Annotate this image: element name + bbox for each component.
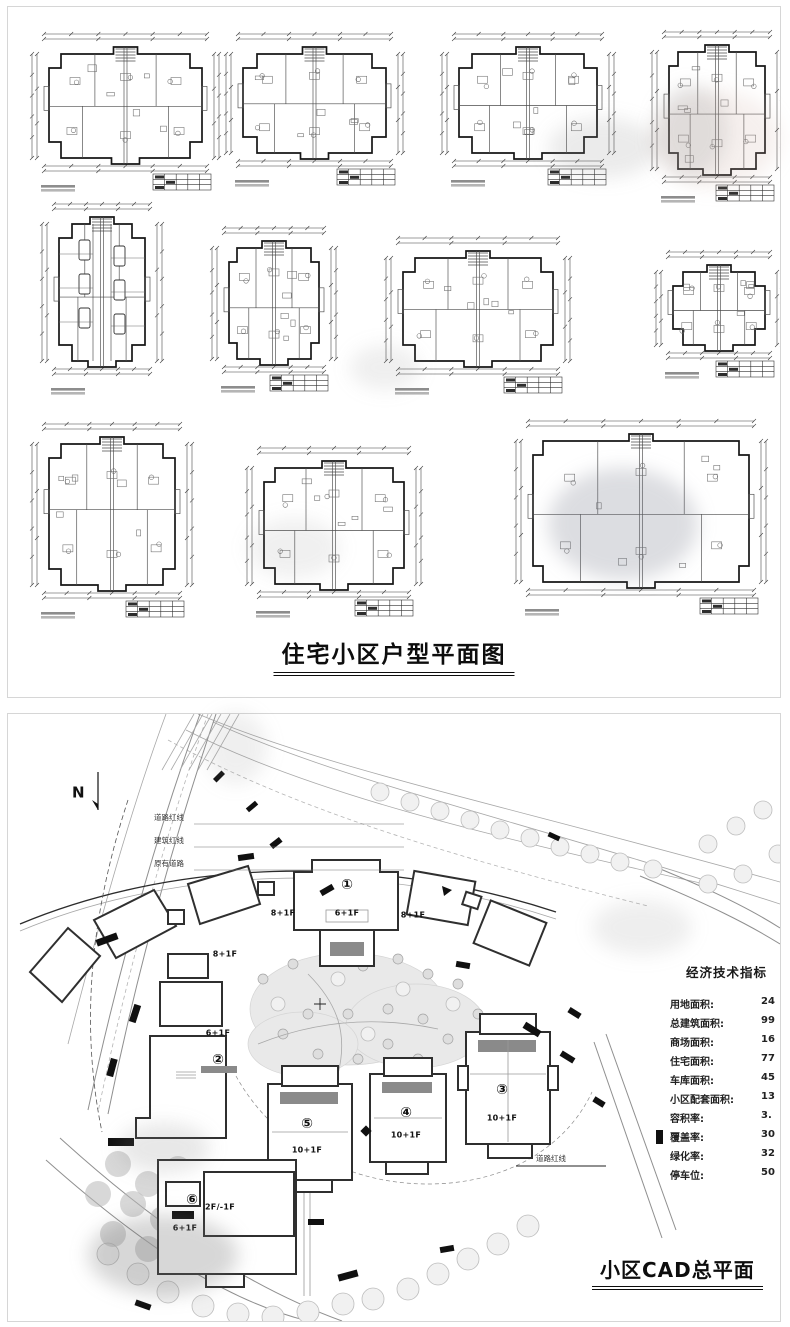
indicator-row-6: 小区配套面积: 13	[670, 1091, 780, 1106]
indicator-row-9: 绿化率: 32	[670, 1148, 780, 1163]
building-floors-label-6: 2F/-1F	[204, 1202, 236, 1212]
indicator-row-1: 用地面积: 24	[670, 996, 780, 1011]
floorplan-thumbnail-unit-plan-06	[208, 223, 340, 399]
indicator-value: 24	[761, 996, 775, 1007]
sheet-title-site-plan: 小区CAD总平面	[592, 1254, 763, 1290]
indicator-label: 绿化率:	[670, 1152, 704, 1163]
indicator-label: 小区配套面积:	[670, 1095, 734, 1106]
building-number-2: ②	[212, 1052, 224, 1068]
floorplan-thumbnail-unit-plan-08	[652, 247, 780, 385]
building-floors-label-5: 10+1F	[291, 1145, 323, 1155]
indicator-value: 99	[761, 1015, 775, 1026]
building-floors-label-3: 10+1F	[486, 1113, 518, 1123]
indicator-label: 总建筑面积:	[670, 1019, 724, 1030]
sheet-title-unit-plans: 住宅小区户型平面图	[273, 635, 515, 676]
floorplan-thumbnail-unit-plan-11	[512, 416, 770, 622]
indicator-value: 30	[761, 1129, 775, 1140]
annotation-label-4: 道路红线	[536, 1154, 566, 1163]
building-floors-label-2: 6+1F	[205, 1028, 231, 1038]
floors-label-float-2: 8+1F	[400, 910, 426, 920]
indicators-title: 经济技术指标	[686, 965, 768, 980]
building-number-1: ①	[341, 877, 353, 893]
building-floors-label-1: 6+1F	[334, 908, 360, 918]
indicator-label: 商场面积:	[670, 1038, 714, 1049]
indicator-value: 77	[761, 1053, 775, 1064]
indicator-value: 45	[761, 1072, 775, 1083]
building-number-4: ④	[400, 1105, 412, 1121]
indicator-row-10: 停车位: 50	[670, 1167, 780, 1182]
floorplan-thumbnail-unit-plan-07	[382, 233, 574, 401]
floorplan-thumbnail-garage-plan-05	[38, 199, 166, 401]
floorplan-thumbnail-unit-plan-04	[648, 27, 780, 209]
annotation-label-1: 道路红线	[154, 813, 184, 822]
indicator-label: 住宅面积:	[670, 1057, 714, 1068]
floorplan-thumbnail-unit-plan-03	[438, 29, 618, 193]
site-plan-drawing	[8, 714, 780, 1321]
annotation-label-3: 原有道路	[154, 859, 184, 868]
north-arrow-line	[91, 772, 99, 810]
indicator-row-8: 覆盖率: 30	[670, 1129, 780, 1144]
indicator-label: 容积率:	[670, 1114, 704, 1125]
indicator-label: 用地面积:	[670, 1000, 714, 1011]
building-number-3: ③	[496, 1082, 508, 1098]
indicator-label: 车库面积:	[670, 1076, 714, 1087]
north-label: N	[72, 783, 85, 802]
building-number-6: ⑥	[186, 1192, 198, 1208]
unit-plans-sheet: 住宅小区户型平面图	[7, 6, 781, 698]
indicator-label: 停车位:	[670, 1171, 704, 1182]
indicator-value: 3.	[761, 1110, 772, 1121]
indicator-row-3: 商场面积: 16	[670, 1034, 780, 1049]
floorplan-thumbnail-unit-plan-09	[28, 419, 196, 625]
floors-label-float-1: 8+1F	[270, 908, 296, 918]
indicator-row-5: 车库面积: 45	[670, 1072, 780, 1087]
indicator-value: 32	[761, 1148, 775, 1159]
indicator-row-4: 住宅面积: 77	[670, 1053, 780, 1068]
floorplan-thumbnail-unit-plan-10	[243, 443, 425, 624]
floorplan-thumbnail-unit-plan-01	[28, 29, 223, 198]
indicator-value: 50	[761, 1167, 775, 1178]
north-arrow: N	[72, 770, 106, 816]
floors-label-float-3: 8+1F	[212, 949, 238, 959]
annotation-label-2: 建筑红线	[154, 836, 184, 845]
indicator-value: 16	[761, 1034, 775, 1045]
indicator-row-7: 容积率: 3.	[670, 1110, 780, 1125]
building-number-5: ⑤	[301, 1116, 313, 1132]
indicator-row-2: 总建筑面积: 99	[670, 1015, 780, 1030]
building-floors-label-4: 10+1F	[390, 1130, 422, 1140]
floors-label-float-4: 6+1F	[172, 1223, 198, 1233]
indicator-value: 13	[761, 1091, 775, 1102]
indicator-label: 覆盖率:	[670, 1133, 704, 1144]
floorplan-thumbnail-unit-plan-02	[222, 29, 407, 193]
